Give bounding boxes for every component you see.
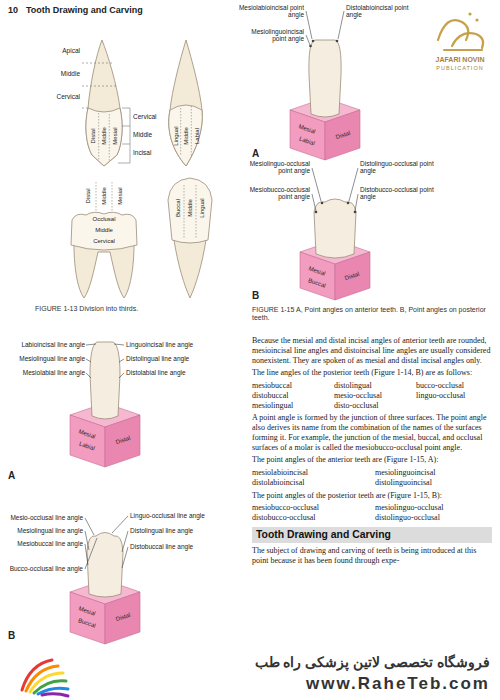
third-label: Middle	[101, 127, 107, 145]
section-heading: Tooth Drawing and Carving	[252, 527, 492, 544]
term-cell: distolabioincisal	[252, 478, 369, 488]
posterior-tooth-on-block	[70, 516, 140, 644]
posterior-tooth-on-block	[300, 168, 370, 300]
third-label: Distal	[85, 188, 91, 203]
molar-view	[71, 182, 137, 298]
line-angle-label: Distobuccal line angle	[130, 543, 240, 550]
term-cell: mesiolinguoincisal	[375, 468, 492, 478]
third-label: Lingual	[199, 198, 205, 217]
figure-letter: B	[252, 290, 272, 302]
publisher-watermark: PUBLICATION	[430, 65, 490, 71]
point-angle-label: Mesiolinguoincisal point angle	[238, 28, 304, 43]
figure-letter: B	[8, 630, 28, 642]
page-number: 10	[8, 5, 18, 15]
line-angle-label: Linguoincisal line angle	[126, 341, 236, 348]
line-angle-label: Linguo-occlusal line angle	[130, 512, 240, 519]
canine-proximal-view	[169, 40, 203, 166]
premolar-view	[168, 178, 212, 298]
line-angle-label: Labioincisal line angle	[5, 341, 85, 348]
point-angle-label: Distobucco-occlusal point angle	[360, 186, 450, 201]
term-cell: mesiolingual	[252, 401, 328, 411]
publisher-logo	[438, 12, 483, 50]
third-label: Cervical	[74, 238, 134, 245]
third-label: Middle	[74, 227, 134, 234]
figure-caption: FIGURE 1-13 Division into thirds.	[35, 305, 235, 313]
body-paragraph: The point angles of the posterior teeth …	[252, 491, 492, 501]
term-cell: distobucco-occlusal	[252, 513, 369, 523]
third-label: Buccal	[175, 199, 181, 217]
term-cell: distolinguoincisal	[375, 478, 492, 488]
term-cell: distolingual	[334, 381, 410, 391]
third-label: Cervical	[38, 93, 80, 100]
point-angle-label: Distolinguo-occlusal point angle	[360, 160, 450, 175]
term-cell: mesiolinguo-occlusal	[375, 503, 492, 513]
store-url: www.RaheTeb.com	[100, 674, 490, 694]
line-angle-label: Mesiolingual line angle	[5, 527, 83, 534]
point-angle-label: Mesiobucco-occlusal point angle	[246, 186, 310, 201]
body-paragraph: The subject of drawing and carving of te…	[252, 546, 492, 566]
third-label: Cervical	[133, 113, 173, 120]
third-label: Lingual	[173, 126, 179, 145]
third-label: Labial	[194, 128, 200, 144]
third-label: Middle	[38, 70, 80, 77]
term-list: mesiobucco-occlusalmesiolinguo-occlusald…	[252, 503, 492, 523]
term-grid: mesiobucco-occlusalmesiolinguo-occlusald…	[252, 503, 492, 523]
store-name: فروشگاه تخصصی لاتین پزشکی راه طب	[100, 654, 490, 670]
publisher-watermark: JAFARI NOVIN	[430, 56, 490, 64]
term-cell: linguo-occlusal	[416, 391, 492, 401]
third-label: Middle	[187, 199, 193, 217]
text-column: Because the mesial and distal incisal an…	[252, 336, 492, 569]
term-cell: mesiobuccal	[252, 381, 328, 391]
third-label: Mesial	[112, 127, 118, 144]
body-paragraph: Because the mesial and distal incisal an…	[252, 336, 492, 365]
third-label: Distal	[90, 128, 96, 143]
body-paragraph: The line angles of the posterior teeth (…	[252, 368, 492, 378]
third-label: Incisal	[133, 149, 173, 156]
term-list: mesiolabioincisalmesiolinguoincisaldisto…	[252, 468, 492, 488]
store-banner	[0, 650, 500, 700]
term-cell: bucco-occlusal	[416, 381, 492, 391]
third-label: Apical	[38, 47, 80, 54]
term-grid: mesiobuccal distolingual bucco-occlusal dis…	[252, 381, 492, 410]
term-cell: mesio-occlusal	[334, 391, 410, 401]
line-angle-label: Mesiolingual line angle	[5, 355, 85, 362]
figure-letter: A	[252, 148, 272, 160]
term-cell: mesiobucco-occlusal	[252, 503, 369, 513]
line-angle-label: Mesiolabial line angle	[5, 369, 85, 376]
body-paragraph: The point angles of the anterior teeth a…	[252, 455, 492, 465]
third-label: Middle	[183, 127, 189, 145]
point-angle-label: Mesiolinguo-occlusal point angle	[246, 160, 310, 175]
figure-letter: A	[8, 470, 28, 482]
point-angle-label: Mesiolabioincisal point angle	[238, 4, 304, 19]
third-label: Mesial	[117, 187, 123, 204]
line-angle-label: Distolingual line angle	[126, 355, 236, 362]
figure-caption: FIGURE 1-15 A, Point angles on anterior …	[252, 306, 492, 322]
body-paragraph: A point angle is formed by the junction …	[252, 413, 492, 452]
line-angle-label: Bucco-occlusal line angle	[5, 565, 83, 572]
line-angle-label: Distolabial line angle	[126, 369, 236, 376]
line-angle-label: Distolingual line angle	[130, 527, 240, 534]
third-label: Occlusal	[74, 216, 134, 223]
term-grid: mesiolabioincisalmesiolinguoincisaldisto…	[252, 468, 492, 488]
running-head: Tooth Drawing and Carving	[26, 5, 143, 15]
line-angle-label: Mesio-occlusal line angle	[5, 514, 83, 521]
third-label: Middle	[133, 131, 173, 138]
term-cell: distobuccal	[252, 391, 328, 401]
third-label: Middle	[101, 187, 107, 205]
term-list: mesiobuccal distolingual bucco-occlusal dis…	[252, 381, 492, 410]
line-angle-label: Mesiobuccal line angle	[5, 540, 83, 547]
term-cell: mesiolabioincisal	[252, 468, 369, 478]
term-cell: distolinguo-occlusal	[375, 513, 492, 523]
point-angle-label: Distolabioincisal point angle	[346, 4, 426, 19]
canine-labial-view	[82, 40, 130, 166]
term-cell: disto-occlusal	[334, 401, 410, 411]
